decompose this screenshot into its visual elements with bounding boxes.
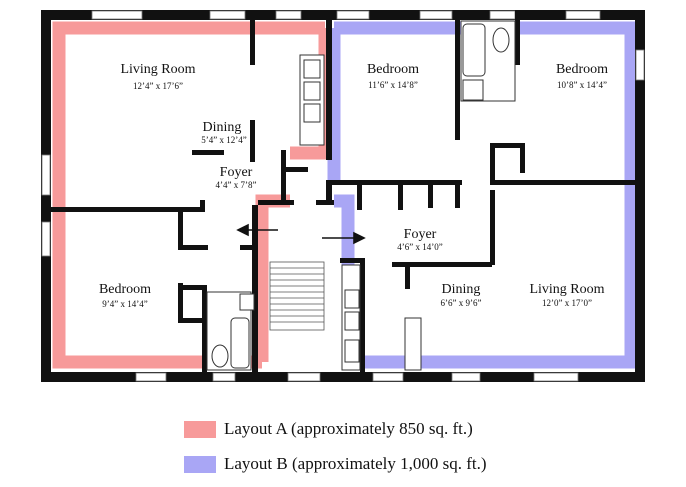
a-foyer-name: Foyer: [220, 165, 253, 180]
b-bedroom-2-name: Bedroom: [556, 62, 608, 77]
b-bedroom-1-dim: 11’6” x 14’8”: [368, 80, 418, 90]
a-bedroom-name: Bedroom: [99, 282, 151, 297]
legend-label-a: Layout A (approximately 850 sq. ft.): [224, 419, 473, 438]
floor-plan: Living Room 12’4” x 17’6” Dining 5’4” x …: [41, 10, 645, 382]
b-dining-name: Dining: [442, 282, 481, 297]
b-dining-dim: 6’6” x 9’6”: [441, 298, 482, 308]
legend-layout-a: Layout A (approximately 850 sq. ft.): [184, 419, 473, 439]
b-living-room-dim: 12’0” x 17’0”: [542, 298, 592, 308]
legend-swatch-b: [184, 455, 216, 473]
b-foyer-dim: 4’6” x 14’0”: [397, 242, 442, 252]
a-bedroom-dim: 9’4” x 14’4”: [102, 299, 147, 309]
a-living-room-name: Living Room: [120, 62, 195, 77]
a-dining-name: Dining: [203, 120, 242, 135]
arrow-left-icon: [236, 223, 249, 237]
b-foyer-name: Foyer: [404, 227, 437, 242]
legend-swatch-a: [184, 420, 216, 438]
windows: [41, 10, 645, 382]
legend-label-b: Layout B (approximately 1,000 sq. ft.): [224, 454, 487, 473]
fixtures: [206, 20, 516, 371]
direction-arrows: [236, 223, 366, 245]
interior-walls: [51, 10, 635, 372]
b-living-room-name: Living Room: [529, 282, 604, 297]
a-foyer-dim: 4’4” x 7’8”: [216, 180, 257, 190]
b-bedroom-1-name: Bedroom: [367, 62, 419, 77]
b-bedroom-2-dim: 10’8” x 14’4”: [557, 80, 607, 90]
a-dining-dim: 5’4” x 12’4”: [201, 135, 246, 145]
arrow-right-icon: [353, 231, 366, 245]
stairs: [269, 261, 325, 331]
legend-layout-b: Layout B (approximately 1,000 sq. ft.): [184, 454, 487, 474]
a-living-room-dim: 12’4” x 17’6”: [133, 81, 183, 91]
